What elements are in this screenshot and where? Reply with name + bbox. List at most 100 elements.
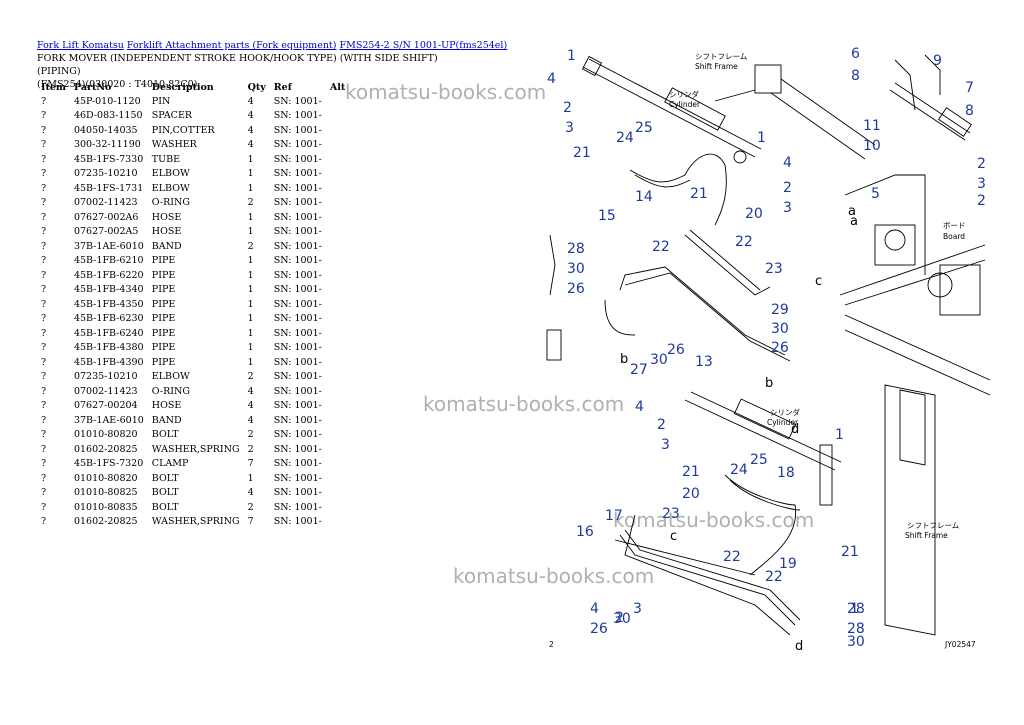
cell-alt: [326, 500, 349, 515]
callout-number: 1: [567, 48, 576, 64]
board-jp-label: ボード: [943, 221, 966, 230]
cell-partno: 45B-1FB-4390: [73, 356, 144, 368]
cell-alt: [326, 109, 349, 124]
cell-item: ?: [41, 168, 47, 180]
cell-partno: 45B-1FB-4350: [73, 298, 144, 310]
callout-number: 28: [847, 601, 865, 617]
callout-number: 28: [847, 621, 865, 637]
cell-alt: [326, 254, 349, 269]
cell-ref: SN: 1001-: [273, 255, 322, 267]
cell-ref: SN: 1001-: [273, 400, 322, 412]
cell-item: ?: [41, 356, 47, 368]
callout-number: 3: [977, 176, 986, 192]
callout-number: 5: [871, 186, 880, 202]
cell-qty: 4: [247, 414, 254, 426]
callout-number: 4: [547, 71, 556, 87]
cell-qty: 4: [247, 400, 254, 412]
cell-description: PIPE: [151, 342, 176, 354]
cell-item: ?: [41, 298, 47, 310]
cell-ref: SN: 1001-: [273, 342, 322, 354]
callout-number: 23: [765, 261, 783, 277]
cell-ref: SN: 1001-: [273, 356, 322, 368]
callout-number: 21: [573, 145, 591, 161]
cell-item: ?: [41, 458, 47, 470]
cell-partno: 45B-1FS-1731: [73, 182, 144, 194]
breadcrumb-link-forklift[interactable]: Fork Lift Komatsu: [37, 40, 124, 51]
cell-description: WASHER,SPRING: [151, 516, 240, 528]
cell-qty: 1: [247, 269, 254, 281]
cell-qty: 1: [247, 342, 254, 354]
cell-description: BOLT: [151, 487, 179, 499]
callout-number: 6: [851, 46, 860, 62]
cell-ref: SN: 1001-: [273, 182, 322, 194]
cell-qty: 1: [247, 255, 254, 267]
direction-letter: c: [815, 274, 822, 289]
callout-number: 25: [635, 120, 653, 136]
callout-number: 16: [576, 524, 594, 540]
cell-item: ?: [41, 516, 47, 528]
cell-alt: [326, 297, 349, 312]
header-item: Item: [41, 81, 66, 93]
cell-alt: [326, 442, 349, 457]
cell-ref: SN: 1001-: [273, 472, 322, 484]
callout-number: 26: [567, 281, 585, 297]
cell-description: WASHER,SPRING: [151, 443, 240, 455]
cell-item: ?: [41, 371, 47, 383]
direction-letter: a: [850, 214, 858, 229]
callout-number: 3: [565, 120, 574, 136]
cell-ref: SN: 1001-: [273, 139, 322, 151]
cell-description: PIPE: [151, 327, 176, 339]
cell-alt: [326, 515, 349, 530]
cell-item: ?: [41, 342, 47, 354]
cell-description: O-RING: [151, 197, 190, 209]
cell-item: ?: [41, 255, 47, 267]
callout-number: 11: [863, 118, 881, 134]
cell-qty: 1: [247, 298, 254, 310]
cell-qty: 1: [247, 472, 254, 484]
cell-qty: 1: [247, 313, 254, 325]
cell-alt: [326, 312, 349, 327]
breadcrumb-link-model[interactable]: FMS254-2 S/N 1001-UP(fms254el): [339, 40, 508, 51]
cell-qty: 2: [247, 501, 254, 513]
cell-item: ?: [41, 226, 47, 238]
cell-item: ?: [41, 240, 47, 252]
cell-qty: 4: [247, 95, 254, 107]
cell-alt: [326, 210, 349, 225]
cell-partno: 01010-80835: [73, 501, 138, 513]
shift-frame-jp-label-lower: シフトフレーム: [907, 521, 959, 530]
cell-description: PIN: [151, 95, 171, 107]
callout-number: 3: [783, 200, 792, 216]
callout-number: 26: [771, 340, 789, 356]
cell-partno: 37B-1AE-6010: [73, 240, 144, 252]
cell-ref: SN: 1001-: [273, 458, 322, 470]
cell-alt: [326, 486, 349, 501]
cell-ref: SN: 1001-: [273, 487, 322, 499]
cell-description: O-RING: [151, 385, 190, 397]
cell-ref: SN: 1001-: [273, 269, 322, 281]
breadcrumb-link-attachment[interactable]: Forklift Attachment parts (Fork equipmen…: [126, 40, 337, 51]
cell-description: TUBE: [151, 153, 181, 165]
cell-alt: [326, 268, 349, 283]
cell-qty: 2: [247, 371, 254, 383]
callout-number: 17: [605, 508, 623, 524]
callout-number: 29: [771, 302, 789, 318]
callout-number: 30: [771, 321, 789, 337]
callout-number: 22: [735, 234, 753, 250]
cell-description: ELBOW: [151, 371, 190, 383]
direction-letter: a: [848, 204, 856, 219]
cell-description: PIN,COTTER: [151, 124, 215, 136]
parts-table: Item PartNo Description Qty Ref Alt ?45P…: [37, 80, 349, 529]
cell-alt: [326, 138, 349, 153]
watermark: komatsu-books.com: [345, 80, 547, 104]
header-qty: Qty: [247, 81, 266, 93]
cell-partno: 01010-80825: [73, 487, 138, 499]
callout-number: 7: [965, 80, 974, 96]
shift-frame-label: Shift Frame: [695, 62, 738, 71]
callout-number: 3: [661, 437, 670, 453]
parts-table-header: Item PartNo Description Qty Ref Alt: [37, 80, 349, 94]
